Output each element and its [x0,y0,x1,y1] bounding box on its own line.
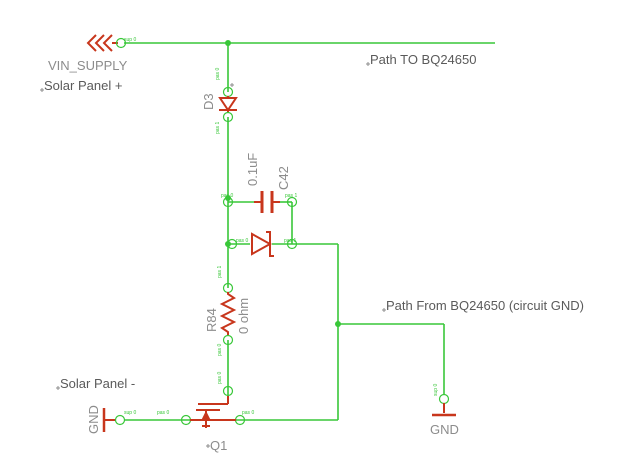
label-anchors [40,62,386,448]
vin-supply-symbol[interactable]: sup 0 [86,34,136,52]
d3-pad-top-label: pas 0 [215,68,221,80]
solar-plus-label: Solar Panel + [44,78,122,93]
c42-pad-right-label: pas 1 [285,193,297,199]
gnd-left-pad-label: sup 0 [124,410,136,416]
supply-arrows-icon [86,34,118,52]
resistor-icon [219,292,237,336]
junction-dot-right [335,321,341,327]
gnd-right-pad [438,393,450,405]
path-from-label: Path From BQ24650 (circuit GND) [386,298,584,313]
tvs-pad-left-label: pas 0 [236,238,248,244]
vin-supply-label: VIN_SUPPLY [48,58,128,73]
vin-pin-label: sup 0 [124,37,136,43]
mosfet-icon [190,396,236,428]
r84-pad-bottom-label: pas 0 [217,344,223,356]
q1-mosfet[interactable]: pas 0 pas 0 pas 0 [157,372,254,428]
cap-value-label: 0.1uF [245,153,260,186]
d3-pad-bottom-label: pas 1 [215,122,221,134]
r-value-label: 0 ohm [236,298,251,334]
gnd-right-symbol[interactable]: sup 0 [432,384,456,417]
wires [124,42,495,421]
r84-pad-top-label: pas 1 [217,266,223,278]
gnd-right-pad-label: sup 0 [433,384,439,396]
solar-minus-label: Solar Panel - [60,376,135,391]
d3-pad-bottom [222,111,234,123]
path-to-label: Path TO BQ24650 [370,52,476,67]
q1-pad-drain [222,385,234,397]
d3-label: D3 [201,93,216,110]
zener-icon [251,231,274,257]
r84-label: R84 [204,308,219,332]
gnd-right-label: GND [430,422,459,437]
gnd-left-pad [114,414,126,426]
r84-resistor[interactable]: pas 1 pas 0 [217,266,237,356]
c42-capacitor[interactable]: pas 0 pas 1 [221,191,297,213]
q1-pad-right-label: pas 0 [242,410,254,416]
capacitor-icon [254,191,280,213]
d3-diode[interactable]: pas 0 pas 1 [215,68,238,134]
c42-pad-left [222,196,234,208]
tvs-pad-right-label: pas 1 [284,238,296,244]
junction-dot-top [225,40,231,46]
tvs-diode[interactable]: pas 0 pas 1 [226,231,298,257]
q1-label: Q1 [210,438,227,453]
c42-pad-right [286,196,298,208]
q1-pad-left-label: pas 0 [157,410,169,416]
c42-label: C42 [276,166,291,190]
tvs-pad-left [226,238,238,250]
tvs-pad-right [286,238,298,250]
q1-pad-drain-label: pas 0 [217,372,223,384]
gnd-left-symbol[interactable]: sup 0 [102,408,136,432]
vin-pad [115,37,127,49]
junctions [225,40,341,327]
diode-icon [218,96,238,113]
r84-pad-bottom [222,334,234,346]
gnd-left-label: GND [86,405,101,434]
c42-pad-left-label: pas 0 [221,193,233,199]
